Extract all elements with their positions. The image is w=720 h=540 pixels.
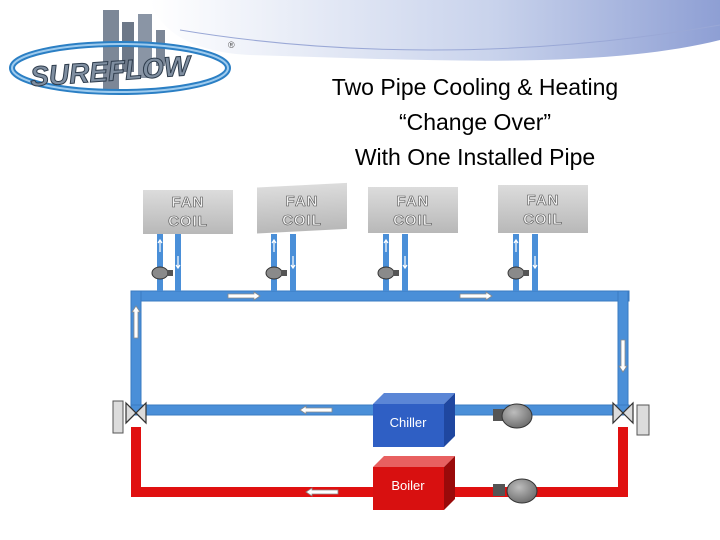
valve-icon <box>377 266 399 280</box>
pump-icon <box>493 478 538 504</box>
logo-text: SUREFLOW <box>29 50 194 92</box>
flow-arrows <box>131 291 628 497</box>
header-swoosh <box>150 0 720 61</box>
flow-arrow-icon <box>305 487 339 497</box>
fan-coil-label-top: FAN <box>286 193 319 210</box>
flow-arrow-icon <box>618 339 628 373</box>
fan-coil-units: FAN COIL FAN COIL <box>143 182 588 291</box>
valve-icon <box>265 266 287 280</box>
logo-registered-mark: ® <box>228 40 235 50</box>
flow-arrow-icon <box>271 238 277 252</box>
valve-icon <box>507 266 529 280</box>
fan-coil-unit-2: FAN COIL <box>257 182 347 291</box>
fan-coil-label-bottom: COIL <box>393 212 433 229</box>
flow-arrow-icon <box>459 291 493 301</box>
flow-arrow-icon <box>290 256 296 270</box>
chiller: Chiller <box>373 393 455 447</box>
valve-icon <box>151 266 173 280</box>
flow-arrow-icon <box>299 405 333 415</box>
three-way-valve-icon <box>112 400 147 434</box>
fan-coil-label-top: FAN <box>527 192 560 209</box>
fan-coil-unit-4: FAN COIL <box>498 185 588 291</box>
flow-arrow-icon <box>157 238 163 252</box>
flow-arrow-icon <box>131 305 141 339</box>
flow-arrow-icon <box>513 238 519 252</box>
fan-coil-label-bottom: COIL <box>168 213 208 230</box>
flow-arrow-icon <box>402 256 408 270</box>
fan-coil-unit-3: FAN COIL <box>368 187 458 291</box>
flow-arrow-icon <box>383 238 389 252</box>
pump-icon <box>493 403 533 429</box>
title-line-1: Two Pipe Cooling & Heating <box>331 74 619 100</box>
fan-coil-label-top: FAN <box>397 193 430 210</box>
title-line-3: With One Installed Pipe <box>354 144 596 170</box>
three-way-valve-icon <box>612 401 650 436</box>
chilled-water-loop <box>130 290 630 416</box>
title-line-2: “Change Over” <box>398 109 552 135</box>
boiler-label: Boiler <box>391 478 425 493</box>
fan-coil-label-bottom: COIL <box>282 212 322 229</box>
flow-arrow-icon <box>227 291 261 301</box>
flow-arrow-icon <box>175 256 181 270</box>
chiller-label: Chiller <box>390 415 428 430</box>
fan-coil-unit-1: FAN COIL <box>143 190 233 291</box>
boiler: Boiler <box>373 456 455 510</box>
fan-coil-label-top: FAN <box>172 194 205 211</box>
flow-arrow-icon <box>532 256 538 270</box>
fan-coil-label-bottom: COIL <box>523 211 563 228</box>
